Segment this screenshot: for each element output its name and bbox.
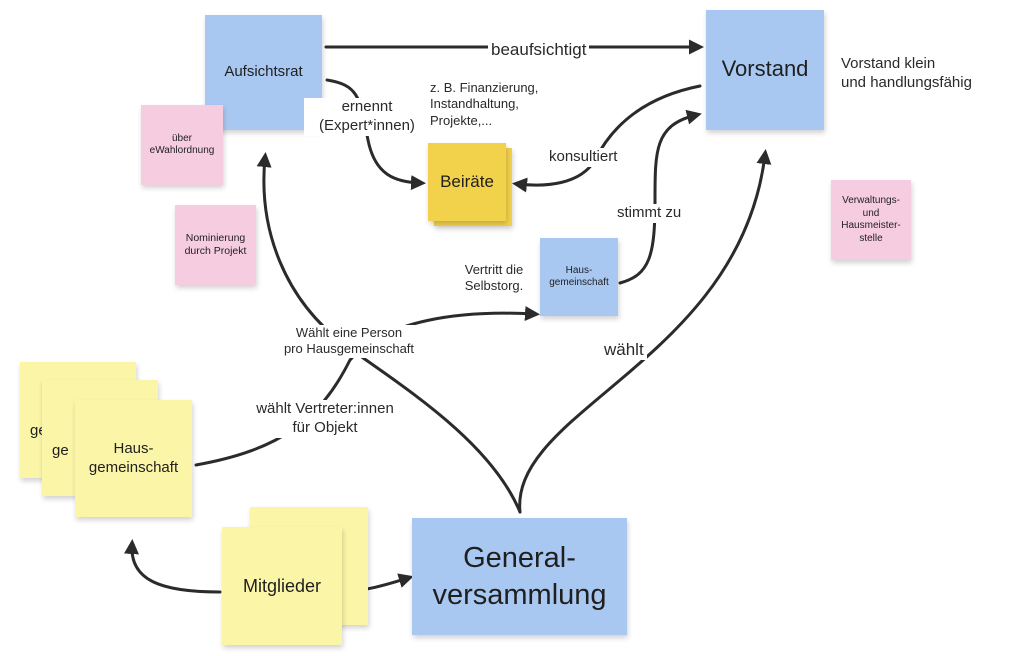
note-mitglieder[interactable]: Mitglieder [222, 527, 342, 645]
note-mitglieder-text: Mitglieder [242, 575, 322, 596]
note-ewahlordnung-text: über eWahlordnung [149, 132, 215, 157]
label-ernennt: ernennt (Expert*innen) [304, 98, 430, 136]
note-nominierung[interactable]: Nominierung durch Projekt [175, 205, 256, 285]
label-beaufsichtigt: beaufsichtigt [488, 39, 590, 61]
label-konsultiert: konsultiert [546, 148, 621, 167]
note-nominierung-text: Nominierung durch Projekt [184, 231, 247, 257]
note-aufsichtsrat-text: Aufsichtsrat [224, 63, 303, 81]
stack-peek-text-2: ge [52, 442, 69, 459]
label-vorstand-note: Vorstand klein und handlungsfähig [841, 55, 972, 91]
label-stimmt-zu: stimmt zu [614, 204, 685, 223]
note-beiraete[interactable]: Beiräte [428, 143, 506, 221]
edge-vorstand-beiraete [512, 84, 702, 193]
note-hausgemeinschaft-small[interactable]: Haus- gemeinschaft [540, 238, 618, 316]
edge-mitglieder-hausgemeinschaft [124, 539, 222, 594]
note-vorstand-text: Vorstand [721, 56, 809, 81]
note-hausgemeinschaft-small-text: Haus- gemeinschaft [549, 264, 609, 289]
note-vorstand[interactable]: Vorstand [706, 10, 824, 130]
note-aufsichtsrat[interactable]: Aufsichtsrat [205, 15, 322, 130]
label-beispiele: z. B. Finanzierung, Instandhaltung, Proj… [430, 80, 539, 128]
edge-hausgemeinschaft-vorstand [618, 109, 702, 285]
label-waehlt-vertreter: wählt Vertreter:innen für Objekt [232, 400, 418, 438]
label-vertritt: Vertritt die Selbstorg. [464, 262, 524, 294]
label-waehlt: wählt [601, 339, 647, 361]
note-verwaltung-text: Verwaltungs- und Hausmeister- stelle [841, 195, 901, 244]
note-ewahlordnung[interactable]: über eWahlordnung [141, 105, 223, 185]
note-hausgemeinschaft-big[interactable]: Haus- gemeinschaft [75, 400, 192, 517]
note-hausgemeinschaft-big-text: Haus- gemeinschaft [88, 439, 179, 476]
note-generalversammlung-text: General- versammlung [432, 542, 607, 611]
note-verwaltung[interactable]: Verwaltungs- und Hausmeister- stelle [831, 180, 911, 260]
note-generalversammlung[interactable]: General- versammlung [412, 518, 627, 635]
note-beiraete-text: Beiräte [440, 172, 494, 192]
label-waehlt-person: Wählt eine Person pro Hausgemeinschaft [262, 325, 436, 358]
